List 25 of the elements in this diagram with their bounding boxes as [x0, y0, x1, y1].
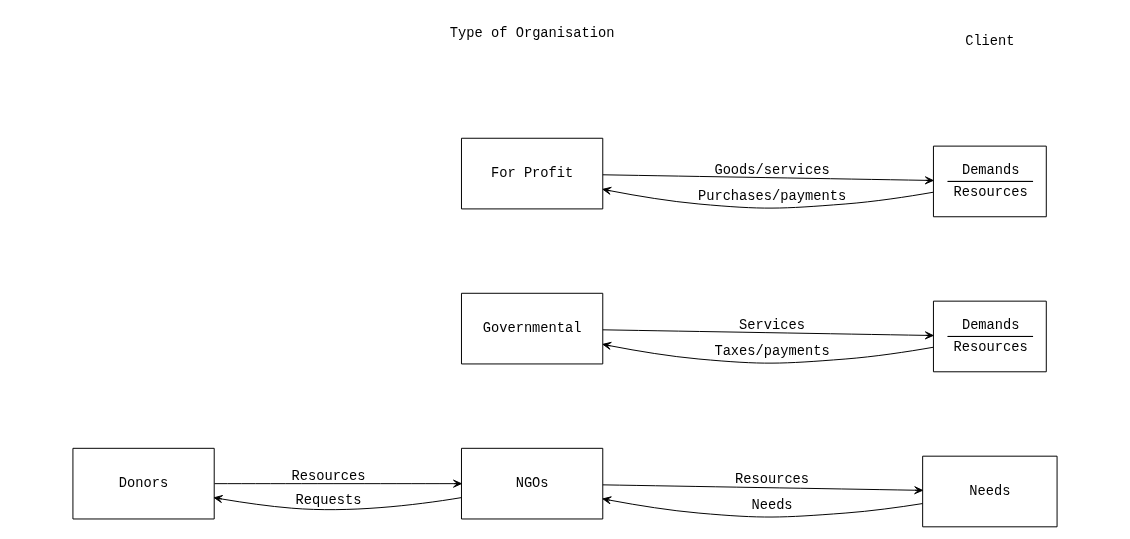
- arrow: [602, 174, 934, 185]
- arrow: [213, 495, 462, 511]
- edge-label: Services: [739, 317, 805, 333]
- node-box: NGOs: [461, 447, 604, 520]
- arrow: [602, 496, 924, 518]
- label: Type of Organisation: [449, 25, 615, 41]
- node-box: For Profit: [461, 137, 604, 210]
- arrow: [602, 329, 934, 340]
- arrow: [602, 341, 934, 364]
- edge-label: Purchases/payments: [697, 189, 847, 205]
- arrow: [602, 186, 934, 209]
- edge-label: Resources: [291, 468, 366, 484]
- node-box: Needs: [922, 455, 1058, 528]
- arrow: [214, 479, 462, 488]
- node-box: Donors: [72, 447, 215, 520]
- edge-label: Needs: [751, 498, 793, 514]
- edge-label: Resources: [734, 471, 810, 487]
- edge-label: Requests: [295, 493, 362, 509]
- node-box: Demands Resources: [932, 300, 1047, 373]
- edge-label: Taxes/payments: [714, 344, 830, 360]
- node-box: Demands Resources: [932, 145, 1047, 218]
- node-box: Governmental: [461, 292, 604, 365]
- arrow: [602, 484, 923, 495]
- edge-label: Goods/services: [714, 162, 830, 178]
- label: Client: [965, 33, 1015, 49]
